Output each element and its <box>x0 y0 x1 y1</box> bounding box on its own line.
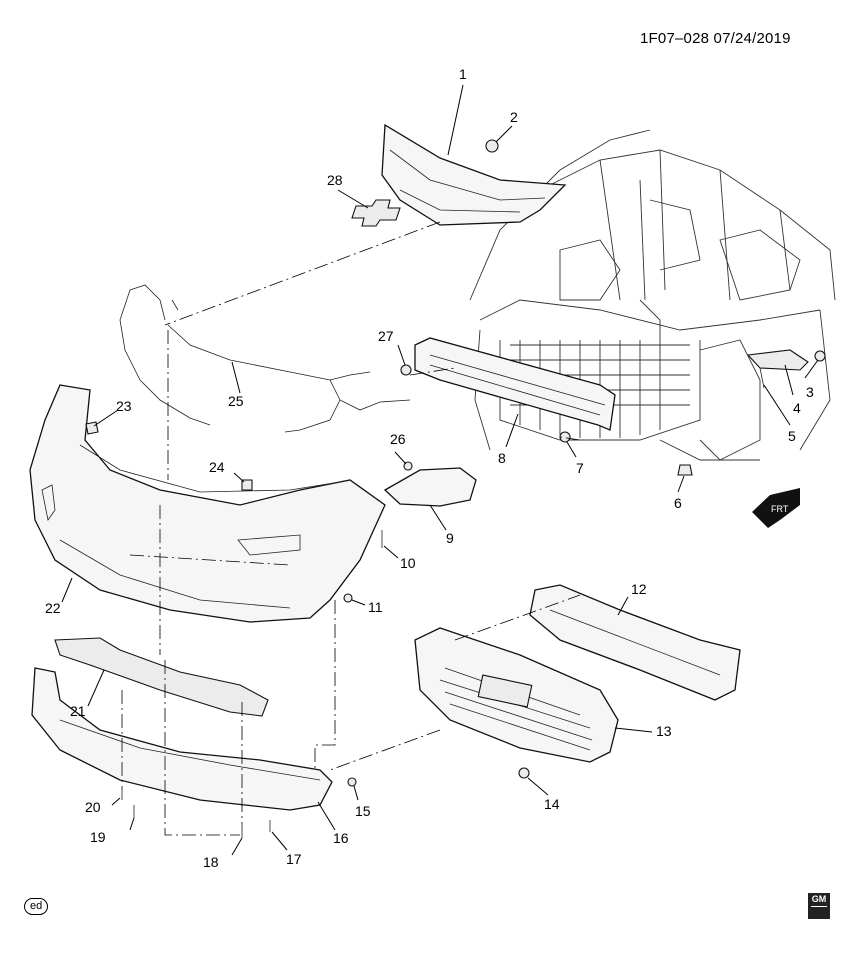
callout-22: 22 <box>45 600 61 616</box>
callout-19: 19 <box>90 829 106 845</box>
plate-bracket <box>477 674 533 708</box>
screw-15 <box>347 777 357 787</box>
gm-logo-underline <box>811 906 827 907</box>
callout-8: 8 <box>498 450 506 466</box>
gm-logo-text: GM <box>811 894 827 904</box>
nut-3 <box>814 350 826 362</box>
wiring-harness <box>119 284 411 433</box>
callout-5: 5 <box>788 428 796 444</box>
callout-3: 3 <box>806 384 814 400</box>
callout-10: 10 <box>400 555 416 571</box>
clip-23 <box>85 421 99 435</box>
callout-numbers: 1 2 3 4 5 6 7 8 9 10 11 12 13 14 15 16 1… <box>45 66 814 870</box>
diagram-id: 1F07–028 <box>640 30 710 47</box>
callout-12: 12 <box>631 581 647 597</box>
diagram-date: 07/24/2019 <box>713 30 791 47</box>
callout-20: 20 <box>85 799 101 815</box>
clip-24 <box>241 479 253 491</box>
callout-26: 26 <box>390 431 406 447</box>
callout-13: 13 <box>656 723 672 739</box>
alignment-lines <box>121 221 581 836</box>
callout-6: 6 <box>674 495 682 511</box>
lower-air-deflector <box>31 667 333 811</box>
callout-1: 1 <box>459 66 467 82</box>
diagram-header: 1F07–028 07/24/2019 <box>640 30 791 47</box>
bolt-5 <box>759 367 765 389</box>
callout-18: 18 <box>203 854 219 870</box>
front-fascia <box>29 384 386 623</box>
front-direction-arrow: FRT <box>752 488 800 528</box>
callout-17: 17 <box>286 851 302 867</box>
frt-label: FRT <box>771 504 789 514</box>
callout-7: 7 <box>576 460 584 476</box>
callout-21: 21 <box>70 703 86 719</box>
callout-14: 14 <box>544 796 560 812</box>
callout-24: 24 <box>209 459 225 475</box>
callout-23: 23 <box>116 398 132 414</box>
callout-4: 4 <box>793 400 801 416</box>
callout-2: 2 <box>510 109 518 125</box>
nut-7 <box>559 431 571 443</box>
callout-9: 9 <box>446 530 454 546</box>
ed-mark: ed <box>24 898 49 915</box>
fog-lamp-bezel <box>383 467 477 507</box>
callout-16: 16 <box>333 830 349 846</box>
callout-15: 15 <box>355 803 371 819</box>
upper-grille <box>381 123 567 226</box>
gm-logo: GM <box>808 893 830 919</box>
nut-27 <box>400 364 412 376</box>
callout-28: 28 <box>327 172 343 188</box>
leader-lines <box>61 84 819 856</box>
callout-11: 11 <box>368 599 383 615</box>
lower-support <box>54 637 269 717</box>
callout-25: 25 <box>228 393 244 409</box>
bowtie-emblem <box>351 199 401 227</box>
impact-bar <box>414 337 616 431</box>
callout-27: 27 <box>378 328 394 344</box>
nut-11 <box>343 593 353 603</box>
nut-14 <box>518 767 530 779</box>
clip-6 <box>677 464 693 476</box>
push-pin-2 <box>485 139 499 153</box>
bracket-4 <box>746 349 809 371</box>
